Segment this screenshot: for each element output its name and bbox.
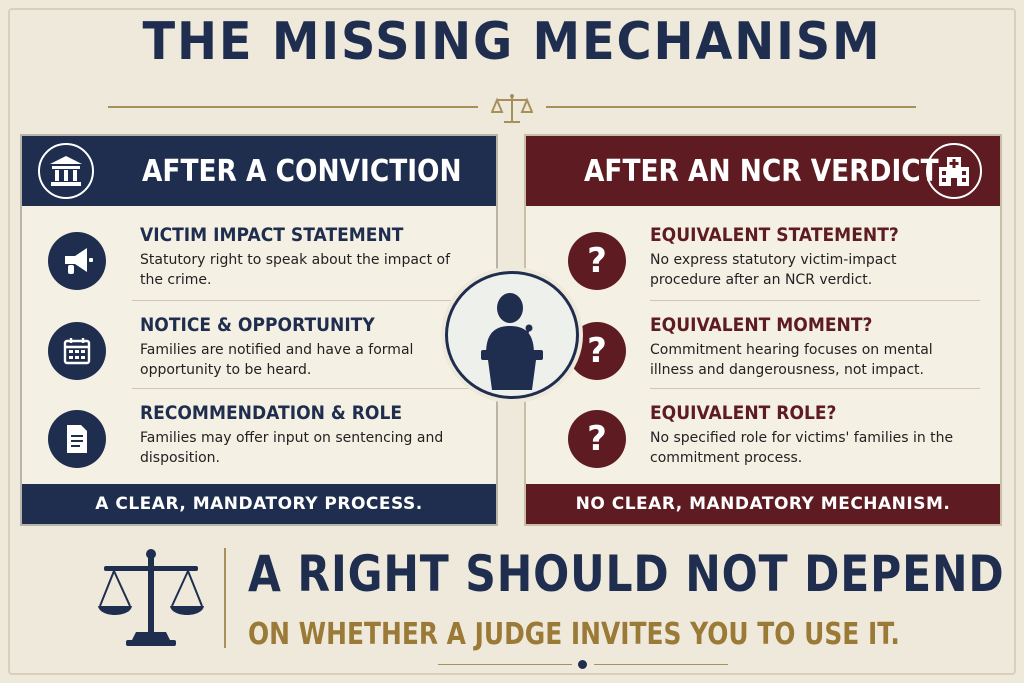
divider (132, 300, 472, 301)
courthouse-icon (38, 143, 94, 199)
divider (650, 388, 980, 389)
item-heading: VICTIM IMPACT STATEMENT (140, 224, 404, 246)
page-frame (8, 8, 1016, 675)
hospital-icon (926, 143, 982, 199)
divider (650, 300, 980, 301)
item-text: Commitment hearing focuses on mental ill… (650, 342, 933, 378)
conviction-panel-header: AFTER A CONVICTION (22, 136, 496, 206)
item-heading: RECOMMENDATION & ROLE (140, 402, 403, 424)
conviction-panel: AFTER A CONVICTION VICTIM IMPACT STATEME… (20, 134, 498, 526)
page-title: THE MISSING MECHANISM (142, 12, 882, 72)
scales-icon (491, 94, 533, 123)
item-text: No express statutory victim-impact proce… (650, 252, 897, 288)
title-rule-right (546, 106, 916, 108)
ncr-panel-header: AFTER AN NCR VERDICT (526, 136, 1000, 206)
conviction-panel-footer: A CLEAR, MANDATORY PROCESS. (22, 484, 496, 524)
item-text: Families are notified and have a formal … (140, 342, 414, 378)
closing-subtitle: ON WHETHER A JUDGE INVITES YOU TO USE IT… (248, 617, 900, 652)
question-icon: ? (568, 232, 626, 290)
ncr-panel: AFTER AN NCR VERDICT ? EQUIVALENT STATEM… (524, 134, 1002, 526)
list-item: ? EQUIVALENT ROLE? No specified role for… (526, 402, 1000, 492)
item-heading: EQUIVALENT STATEMENT? (650, 224, 899, 246)
list-item: VICTIM IMPACT STATEMENT Statutory right … (22, 224, 496, 314)
item-text: No specified role for victims' families … (650, 430, 954, 466)
title-rule-left (108, 106, 478, 108)
document-icon (48, 410, 106, 468)
list-item: ? EQUIVALENT STATEMENT? No express statu… (526, 224, 1000, 314)
ncr-panel-title: AFTER AN NCR VERDICT (584, 153, 939, 189)
item-text: Statutory right to speak about the impac… (140, 252, 451, 288)
question-icon: ? (568, 410, 626, 468)
item-heading: NOTICE & OPPORTUNITY (140, 314, 375, 336)
item-text: Families may offer input on sentencing a… (140, 430, 444, 466)
footer-rule-left (438, 664, 572, 665)
conviction-panel-title: AFTER A CONVICTION (142, 153, 462, 189)
list-item: RECOMMENDATION & ROLE Families may offer… (22, 402, 496, 492)
closing-statement: A RIGHT SHOULD NOT DEPEND (248, 545, 1005, 603)
list-item: ? EQUIVALENT MOMENT? Commitment hearing … (526, 314, 1000, 404)
speaker-at-podium-icon (445, 271, 579, 399)
divider (132, 388, 472, 389)
scales-of-justice-icon (98, 549, 204, 646)
item-heading: EQUIVALENT MOMENT? (650, 314, 873, 336)
footer-rule-right (594, 664, 728, 665)
item-heading: EQUIVALENT ROLE? (650, 402, 837, 424)
ncr-panel-footer: NO CLEAR, MANDATORY MECHANISM. (526, 484, 1000, 524)
bottom-separator (224, 548, 226, 648)
calendar-icon (48, 322, 106, 380)
list-item: NOTICE & OPPORTUNITY Families are notifi… (22, 314, 496, 404)
megaphone-icon (48, 232, 106, 290)
footer-dot (578, 660, 587, 669)
